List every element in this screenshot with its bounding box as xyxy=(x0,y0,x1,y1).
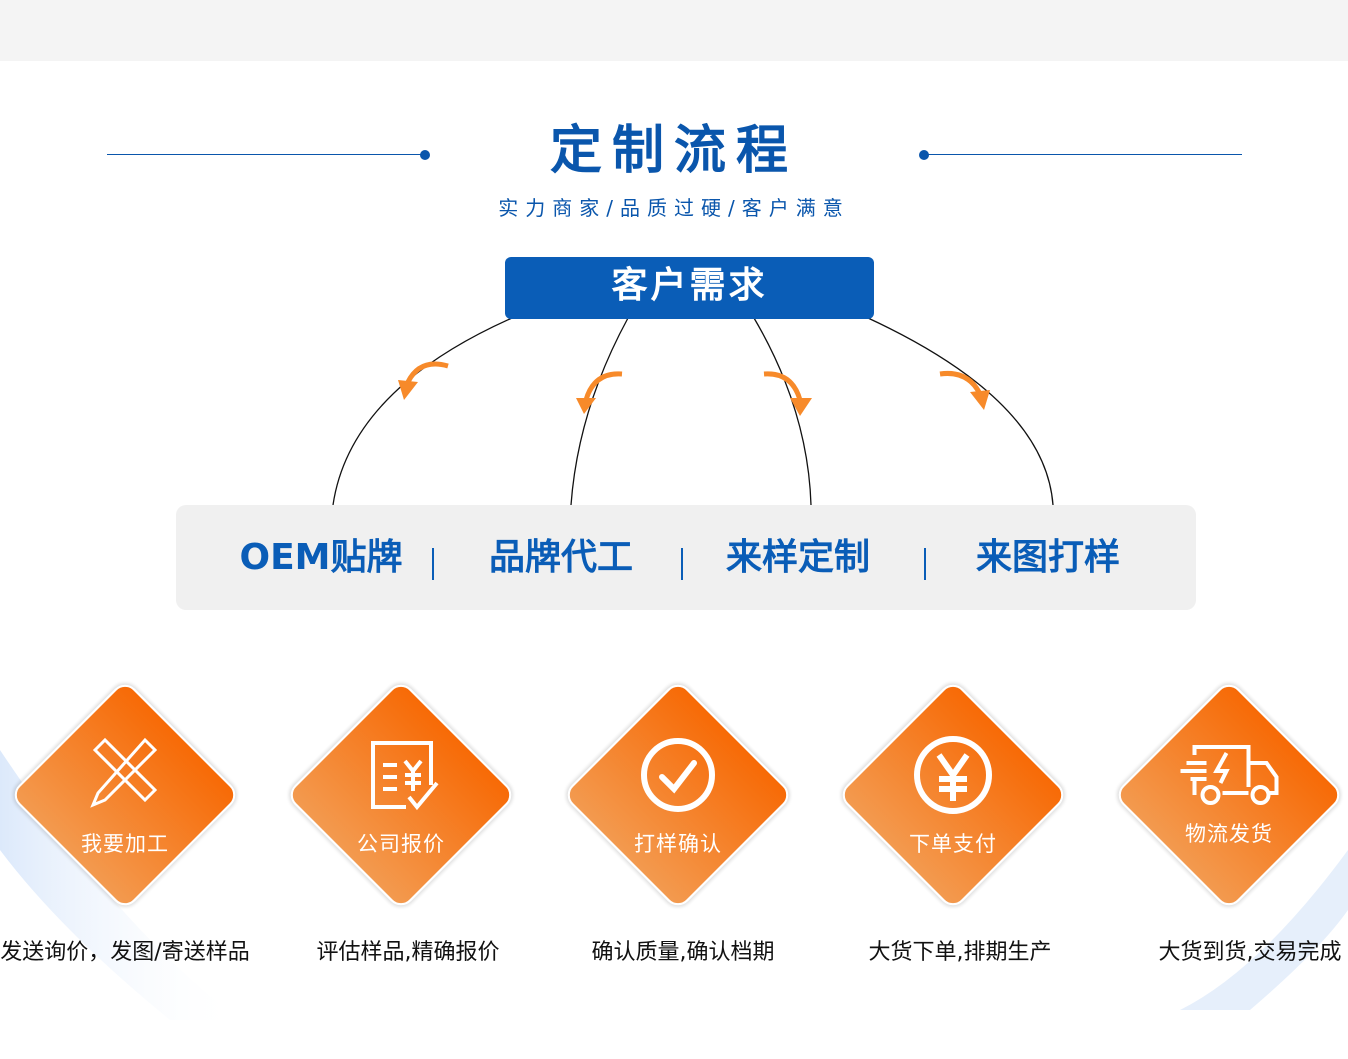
step-caption: 发送询价，发图/寄送样品 xyxy=(0,940,250,965)
step-processing[interactable]: 我要加工 xyxy=(9,679,241,911)
title-line-left xyxy=(107,154,425,155)
step-quote[interactable]: 公司报价 xyxy=(285,679,517,911)
arrow-icon-1 xyxy=(405,361,449,384)
customer-demand-box: 客户需求 xyxy=(505,257,874,319)
title-dot-right xyxy=(919,150,929,160)
option-drawing-proof[interactable]: 来图打样 xyxy=(975,537,1120,578)
step-caption: 大货下单,排期生产 xyxy=(868,940,1052,965)
title-line-right xyxy=(924,154,1242,155)
arrow-icon-4 xyxy=(939,370,983,396)
quote-document-icon xyxy=(371,741,439,811)
step-caption: 评估样品,精确报价 xyxy=(316,940,500,965)
option-oem[interactable]: OEM贴牌 xyxy=(239,537,403,578)
arrow-icon-2 xyxy=(583,371,623,401)
option-sample-custom[interactable]: 来样定制 xyxy=(725,537,870,578)
yen-coin-icon xyxy=(914,736,992,814)
step-shipping[interactable]: 物流发货 xyxy=(1113,679,1345,911)
divider xyxy=(681,548,683,580)
page-subtitle: 实力商家/品质过硬/客户满意 xyxy=(498,196,850,220)
step-caption: 确认质量,确认档期 xyxy=(591,940,775,965)
step-label: 打样确认 xyxy=(634,832,722,856)
arrow-icon-3 xyxy=(763,371,803,401)
pencil-ruler-icon xyxy=(90,737,158,808)
top-bar xyxy=(0,0,1348,61)
step-label: 下单支付 xyxy=(909,832,997,856)
check-circle-icon xyxy=(641,738,715,812)
connector-1 xyxy=(332,317,513,506)
step-label: 我要加工 xyxy=(81,832,169,856)
flow-connectors xyxy=(332,317,1054,506)
background-swoosh xyxy=(0,750,1348,1020)
step-label: 物流发货 xyxy=(1185,822,1273,846)
option-bar: OEM贴牌 品牌代工 来样定制 来图打样 xyxy=(176,505,1196,610)
page-title: 定制流程 xyxy=(549,121,798,181)
delivery-truck-icon xyxy=(1180,745,1279,805)
connector-2 xyxy=(570,317,629,506)
divider xyxy=(924,548,926,580)
connector-3 xyxy=(753,317,812,506)
step-caption: 大货到货,交易完成 xyxy=(1158,940,1342,965)
title-dot-left xyxy=(420,150,430,160)
step-sample-confirm[interactable]: 打样确认 xyxy=(562,679,794,911)
option-brand-oem[interactable]: 品牌代工 xyxy=(488,537,633,578)
divider xyxy=(432,548,434,580)
step-payment[interactable]: 下单支付 xyxy=(837,679,1069,911)
step-label: 公司报价 xyxy=(357,832,445,856)
connector-4 xyxy=(867,317,1054,506)
